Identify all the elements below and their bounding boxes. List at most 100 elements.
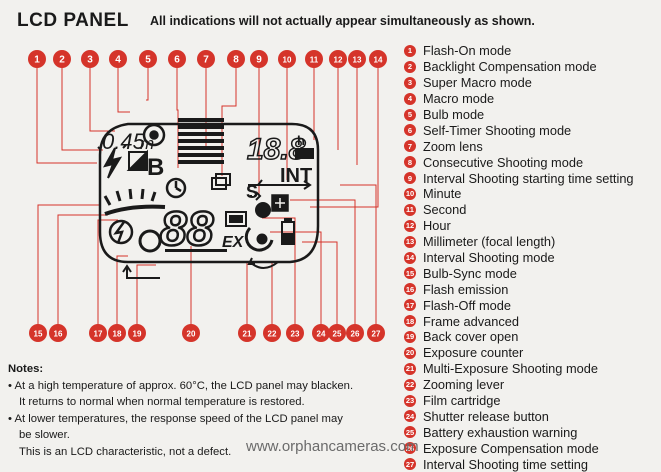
callout-circle [250, 50, 268, 68]
legend-label: Hour [423, 218, 451, 234]
callout-marker: 9 [250, 50, 268, 68]
callout-circle [369, 50, 387, 68]
legend-label: Self-Timer Shooting mode [423, 122, 572, 138]
legend-item: 13 Millimeter (focal length) [404, 234, 661, 250]
legend-label: Interval Shooting mode [423, 250, 555, 266]
ex-label: EX [222, 234, 245, 251]
callout-number: 26 [351, 330, 360, 339]
legend-number: 9 [404, 172, 416, 185]
film-cartridge-icon [225, 211, 247, 227]
self-timer-icon [165, 177, 187, 199]
callout-marker: 1 [28, 50, 46, 68]
legend-number: 11 [404, 203, 416, 216]
legend-item: 1 Flash-On mode [404, 43, 661, 59]
callout-circle [53, 50, 71, 68]
callout-number: 23 [291, 330, 300, 339]
lcd-text: 0.45 m B 18.8 h S INT 88 EX [102, 129, 314, 257]
legend-label: Flash emission [423, 281, 509, 297]
flash-emission-ticks [103, 188, 157, 206]
header: LCD PANEL All indications will not actua… [0, 0, 661, 40]
callout-number: 5 [145, 55, 151, 66]
callout-circle [49, 324, 67, 342]
legend-number: 4 [404, 92, 416, 105]
callout-number: 25 [333, 330, 342, 339]
callout-marker: 10 [278, 50, 296, 68]
callout-circle [182, 324, 200, 342]
callout-marker: 5 [139, 50, 157, 68]
page-title: LCD PANEL [17, 10, 129, 31]
callout-number: 18 [113, 330, 122, 339]
bulb-label: B [147, 154, 164, 181]
callout-circle [108, 324, 126, 342]
callout-number: 27 [372, 330, 381, 339]
callout-number: 8 [233, 55, 239, 66]
callout-number: 3 [87, 55, 93, 66]
legend-label: Interval Shooting starting time setting [423, 170, 634, 186]
callout-marker: 6 [168, 50, 186, 68]
legend: 1 Flash-On mode 2 Backlight Compensation mo… [404, 43, 661, 472]
note-text: It returns to normal when normal tempera… [19, 396, 305, 408]
callout-circle [109, 50, 127, 68]
legend-label: Super Macro mode [423, 75, 532, 91]
battery-icon [281, 218, 295, 245]
legend-label: Millimeter (focal length) [423, 234, 556, 250]
legend-item: 2 Backlight Compensation mode [404, 59, 661, 75]
note-text: be slower. [19, 429, 70, 441]
callout-marker: 7 [197, 50, 215, 68]
callout-marker: 3 [81, 50, 99, 68]
flash-bar [104, 204, 166, 216]
exposure-comp-icon [271, 194, 289, 212]
legend-number: 15 [404, 267, 416, 280]
callout-marker: 8 [227, 50, 245, 68]
time-mode-label: S [246, 182, 258, 202]
legend-number: 2 [404, 60, 416, 73]
legend-number: 1 [404, 44, 416, 57]
counter-underline [165, 249, 227, 252]
leader-lines [36, 59, 379, 325]
legend-label: Flash-Off mode [423, 297, 511, 313]
distance-readout: 0.45 [102, 129, 146, 154]
callout-circle [81, 50, 99, 68]
callout-marker: 12 [329, 50, 347, 68]
legend-label: Consecutive Shooting mode [423, 154, 584, 170]
flower-icon [142, 123, 166, 147]
distance-unit: m [140, 134, 154, 153]
legend-label: Battery exhaustion warning [423, 424, 578, 440]
callout-number: 21 [243, 330, 252, 339]
callout-number: 20 [187, 330, 196, 339]
callout-number: 24 [317, 330, 326, 339]
callout-marker: 17 [89, 324, 107, 342]
hour-unit: h [297, 133, 305, 148]
legend-number: 18 [404, 315, 416, 328]
legend-number: 21 [404, 362, 416, 375]
legend-label: Backlight Compensation mode [423, 59, 597, 75]
legend-number: 13 [404, 235, 416, 248]
watermark: www.orphancameras.com [246, 438, 419, 455]
callout-number: 6 [174, 55, 180, 66]
interval-arrow-icon [248, 179, 312, 190]
note-item: • At lower temperatures, the response sp… [8, 412, 343, 425]
callout-marker: 18 [108, 324, 126, 342]
legend-number: 17 [404, 299, 416, 312]
notes: Notes: • At a high temperature of approx… [8, 361, 403, 460]
legend-number: 7 [404, 140, 416, 153]
callout-circle [29, 324, 47, 342]
legend-label: Flash-On mode [423, 43, 512, 59]
callout-number: 17 [94, 330, 103, 339]
flash-on-icon [97, 144, 127, 179]
legend-label: Frame advanced [423, 313, 520, 329]
callout-number: 22 [268, 330, 277, 339]
legend-label: Back cover open [423, 329, 519, 345]
